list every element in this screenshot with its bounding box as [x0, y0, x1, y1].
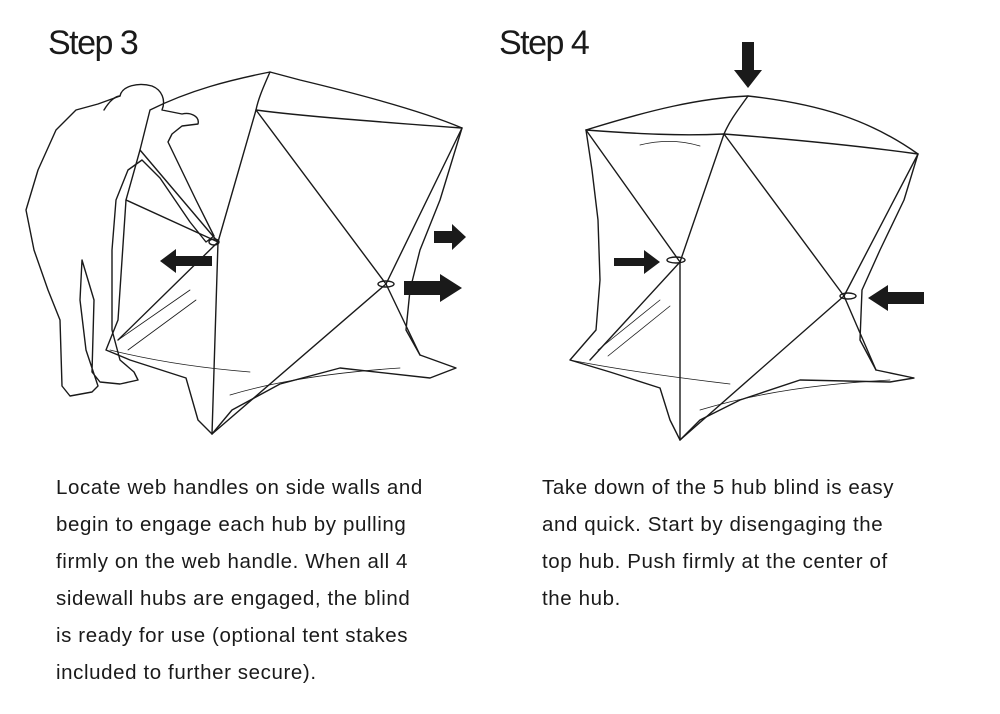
arrow-icon	[160, 249, 212, 273]
step3-line: included to further secure).	[56, 661, 317, 684]
step3-line: is ready for use (optional tent stakes	[56, 624, 409, 647]
tent-outline	[569, 95, 919, 441]
step3-line: firmly on the web handle. When all 4	[56, 550, 409, 573]
arrow-icon	[868, 285, 924, 311]
arrow-icon	[614, 250, 660, 274]
step4-line: top hub. Push firmly at the center of	[542, 550, 888, 573]
step4-line: and quick. Start by disengaging the	[542, 513, 884, 536]
step3-line: Locate web handles on side walls and	[56, 476, 423, 499]
arrow-icon	[734, 42, 762, 88]
step3-title: Step 3	[48, 24, 139, 62]
step3-description: Locate web handles on side walls and beg…	[56, 469, 423, 691]
step4-description: Take down of the 5 hub blind is easy and…	[542, 469, 894, 617]
step4-illustration	[569, 42, 924, 441]
step4-line: Take down of the 5 hub blind is easy	[542, 476, 895, 499]
person-silhouette	[25, 83, 215, 397]
step3-illustration	[25, 71, 466, 435]
tent-outline	[105, 71, 463, 435]
arrow-icon	[404, 274, 462, 302]
step3-line: sidewall hubs are engaged, the blind	[56, 587, 411, 610]
step3-line: begin to engage each hub by pulling	[56, 513, 407, 536]
arrow-icon	[434, 224, 466, 250]
step4-line: the hub.	[542, 587, 621, 610]
step4-title: Step 4	[499, 24, 590, 62]
